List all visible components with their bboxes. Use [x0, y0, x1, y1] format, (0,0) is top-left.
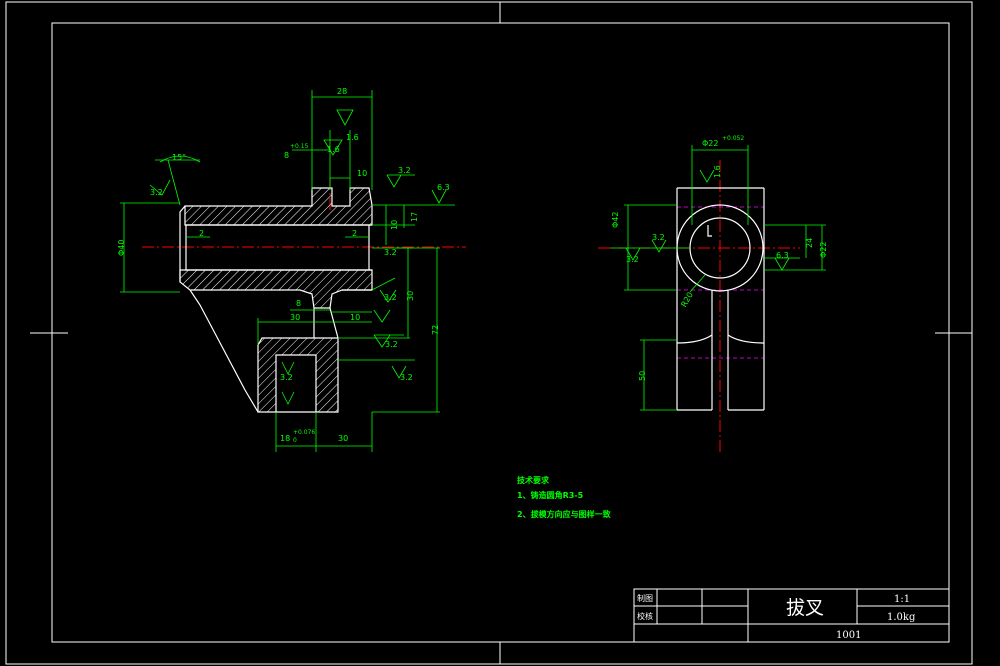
dim-mid-30: 30 — [290, 313, 300, 322]
dim-tol-8: 8 — [284, 151, 289, 160]
roughness-3-2-r2: 3.2 — [385, 340, 398, 349]
section-hatched-walls — [179, 187, 373, 413]
end-dim-24: 24 — [805, 238, 814, 248]
technical-notes: 技术要求 1、铸造圆角R3-5 2、拔模方向应与图样一致 — [517, 475, 612, 519]
title-block-check-label: 校核 — [637, 611, 653, 621]
title-block-drawn-label: 制图 — [637, 593, 653, 603]
dim-72: 72 — [431, 325, 440, 335]
end-dim-r20: R20 — [679, 291, 695, 309]
dim-chamfer-3-2: 3.2 — [150, 188, 163, 197]
roughness-6-3: 6.3 — [437, 183, 450, 192]
end-rough-l1: 3.2 — [626, 255, 639, 264]
end-rough-top: 1.6 — [713, 165, 722, 178]
dim-10-vert: 10 — [390, 220, 399, 230]
dim-slot-10: 10 — [357, 169, 367, 178]
dim-top-28: 28 — [337, 87, 347, 96]
dim-angle-15: 15° — [172, 153, 186, 162]
notes-line-2: 2、拔模方向应与图样一致 — [517, 509, 612, 519]
notes-line-1: 1、铸造圆角R3-5 — [517, 490, 584, 500]
section-outline — [179, 205, 372, 413]
end-view-dimension-lines — [610, 145, 826, 411]
sheet-frame — [5, 1, 973, 665]
dim-mid-8: 8 — [296, 299, 301, 308]
roughness-3-2-inner: 3.2 — [280, 373, 293, 382]
dim-dia-40: Φ40 — [117, 240, 126, 256]
section-view: 28 8 +0.15 1.6 1.6 15° 3.2 10 3.2 6.3 Φ4… — [117, 87, 466, 452]
end-rough-r: 6.3 — [776, 251, 789, 260]
roughness-1-6-b: 1.6 — [327, 145, 340, 154]
notes-title: 技术要求 — [517, 475, 550, 485]
dim-bottom-18: 18 — [280, 434, 290, 443]
end-view: Φ22 +0.052 1.6 Φ42 3.2 3.2 6.3 24 Φ22 R2… — [598, 135, 828, 455]
end-view-centerlines — [598, 160, 800, 455]
section-dimension-texts: 28 8 +0.15 1.6 1.6 15° 3.2 10 3.2 6.3 Φ4… — [117, 87, 450, 444]
dim-mid-10: 10 — [350, 313, 360, 322]
dim-17: 17 — [410, 212, 419, 222]
roughness-3-2-top: 3.2 — [398, 166, 411, 175]
roughness-1-6-a: 1.6 — [346, 133, 359, 142]
dim-bottom-30: 30 — [338, 434, 348, 443]
dim-bottom-18-sup: +0.076 — [293, 429, 315, 436]
roughness-3-2-r3: 3.2 — [400, 373, 413, 382]
roughness-3-2-r1: 3.2 — [384, 293, 397, 302]
dim-30-vert: 30 — [406, 291, 415, 301]
end-dim-top: Φ22 — [702, 139, 718, 148]
end-view-outline — [676, 187, 765, 411]
end-dim-top-sup: +0.052 — [722, 135, 744, 142]
dim-bottom-18-sub: 0 — [293, 437, 297, 444]
section-dimension-lines — [120, 90, 455, 452]
end-dim-50: 50 — [638, 371, 647, 381]
roughness-3-2-mid: 3.2 — [384, 248, 397, 257]
title-block: 制图 校核 拔叉 1:1 1.0kg 1001 — [633, 588, 950, 643]
title-block-drawing-number: 1001 — [836, 630, 861, 641]
title-block-scale: 1:1 — [894, 594, 910, 605]
dim-tol-8-sup: +0.15 — [290, 143, 309, 150]
end-dim-22: Φ22 — [819, 242, 828, 258]
title-block-weight: 1.0kg — [887, 612, 916, 623]
end-rough-l2: 3.2 — [652, 233, 665, 242]
dim-bore-2-left: 2 — [199, 229, 204, 238]
dim-bore-2-right: 2 — [352, 229, 357, 238]
end-dim-dia-42: Φ42 — [611, 212, 620, 228]
title-block-part-name: 拔叉 — [786, 597, 824, 619]
